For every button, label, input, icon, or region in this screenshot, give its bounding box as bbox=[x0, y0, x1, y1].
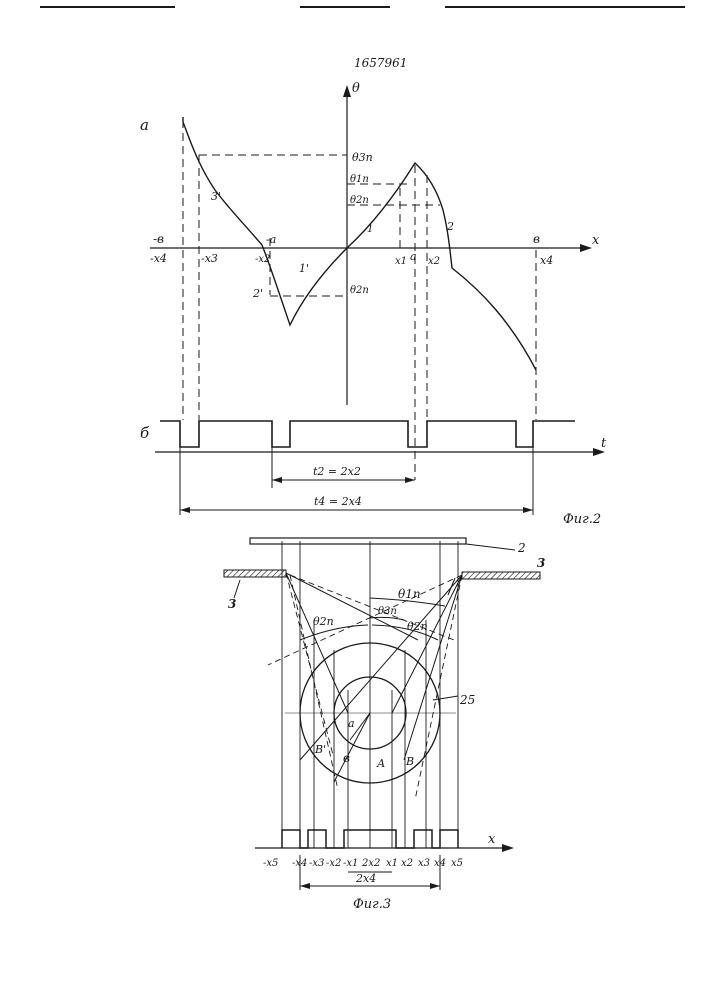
dim-2x4-label: 2x4 bbox=[355, 872, 376, 885]
fig2-caption: Фиг.2 bbox=[563, 512, 601, 527]
marker-x2: x2 bbox=[428, 256, 440, 267]
label-theta3p: θ3п bbox=[378, 606, 397, 617]
dim-2x4-arrow-right bbox=[430, 883, 440, 889]
curve-label-2: 2 bbox=[446, 220, 454, 233]
label-theta2p-left: θ2п bbox=[313, 615, 334, 628]
plate-3-left bbox=[224, 570, 286, 577]
xtick-x1: x1 bbox=[386, 858, 398, 869]
label-3-left: 3 bbox=[228, 597, 236, 611]
vertical-lines bbox=[282, 541, 458, 848]
level-theta2p-neg: θ2п bbox=[350, 285, 369, 296]
plate-3-right bbox=[462, 572, 540, 579]
label-A: А bbox=[376, 757, 385, 770]
label-B-prime: В' bbox=[314, 743, 326, 756]
marker-minus-b: -в bbox=[153, 232, 164, 246]
fig3: 2 3 3 25 bbox=[224, 538, 545, 912]
marker-a: а bbox=[410, 250, 417, 263]
xtick-minus-x3: -x3 bbox=[309, 858, 324, 869]
marker-b: в bbox=[533, 232, 540, 246]
t4-arrow-left bbox=[180, 507, 190, 513]
xtick-minus-x1: -x1 bbox=[343, 858, 358, 869]
marker-minus-x2: -x2 bbox=[255, 254, 270, 265]
xtick-minus-x5: -x5 bbox=[263, 858, 278, 869]
theta-axis-label: θ bbox=[352, 81, 360, 96]
curve-label-2p: 2' bbox=[252, 287, 263, 300]
marker-x1: x1 bbox=[395, 256, 407, 267]
fig3-x-axis-arrow bbox=[502, 844, 514, 852]
marker-x4: x4 bbox=[540, 254, 553, 267]
label-theta2p-right: θ2п bbox=[407, 620, 428, 633]
xtick-2x2: 2x2 bbox=[361, 858, 380, 869]
fig3-xticks: -x5 -x4 -x3 -x2 -x1 2x2 x1 x2 x3 x4 x5 bbox=[263, 858, 463, 869]
t4-arrow-right bbox=[523, 507, 533, 513]
label-3-right: 3 bbox=[537, 556, 545, 570]
arc-theta2p-right bbox=[372, 625, 438, 640]
label-B: В bbox=[405, 755, 414, 768]
marker-minus-x3: -x3 bbox=[201, 252, 218, 265]
label-b: в bbox=[343, 751, 350, 765]
marker-minus-x4: -x4 bbox=[150, 252, 167, 265]
xtick-minus-x2: -x2 bbox=[326, 858, 341, 869]
x-axis-label: x bbox=[592, 233, 600, 248]
fig3-caption: Фиг.3 bbox=[353, 897, 391, 912]
t-axis-label: t bbox=[601, 436, 607, 451]
fig3-x-axis-label: x bbox=[488, 832, 496, 847]
fig2: а θ x -в -x4 -x3 -а -x2 x1 а x2 в x4 bbox=[140, 81, 607, 527]
t2-arrow-left bbox=[272, 477, 282, 483]
marker-minus-a: -а bbox=[266, 233, 276, 246]
t2-arrow-right bbox=[405, 477, 415, 483]
xtick-x3: x3 bbox=[418, 858, 430, 869]
fig2-label-a: а bbox=[140, 116, 149, 134]
patent-number: 1657961 bbox=[354, 56, 407, 70]
label-3-left-leader bbox=[234, 580, 240, 598]
curve-label-1p: 1' bbox=[299, 262, 309, 275]
label-a: а bbox=[348, 717, 355, 730]
theta-axis-arrow bbox=[343, 85, 351, 97]
label-2: 2 bbox=[517, 541, 526, 555]
curve-label-3p: 3' bbox=[211, 190, 221, 203]
level-theta2p: θ2п bbox=[350, 195, 369, 206]
level-theta1p: θ1п bbox=[350, 174, 369, 185]
solid-rays bbox=[286, 573, 462, 760]
xtick-x5: x5 bbox=[451, 858, 463, 869]
x-axis-arrow bbox=[580, 244, 592, 252]
t2-label: t2 = 2x2 bbox=[313, 465, 361, 478]
xtick-x2: x2 bbox=[401, 858, 413, 869]
label-25: 25 bbox=[459, 693, 475, 707]
label-2-leader bbox=[466, 544, 515, 550]
fig2-label-b: б bbox=[140, 424, 150, 442]
level-theta3p: θ3п bbox=[352, 151, 373, 164]
dim-2x4-arrow-left bbox=[300, 883, 310, 889]
curve-label-1: 1 bbox=[367, 224, 373, 235]
label-theta1p: θ1п bbox=[398, 587, 421, 601]
t4-label: t4 = 2x4 bbox=[314, 495, 362, 508]
pulse-train bbox=[160, 421, 575, 447]
